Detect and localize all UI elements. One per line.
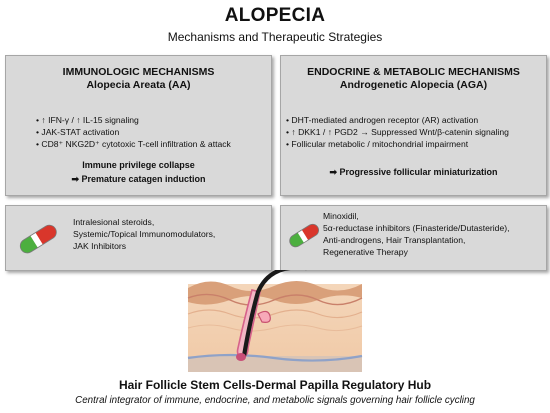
aa-therapy-item: Intralesional steroids, [73, 217, 155, 227]
aga-bullet: • ↑ DKK1 / ↑ PGD2 → Suppressed Wnt/β-cat… [286, 127, 509, 137]
aa-outcome-2: ➡ Premature catagen induction [71, 174, 206, 184]
aa-therapy-item: Systemic/Topical Immunomodulators, [73, 229, 216, 239]
aga-therapy-panel: Minoxidil, 5α-reductase inhibitors (Fina… [280, 205, 547, 271]
immunologic-heading: IMMUNOLOGIC MECHANISMS [62, 66, 215, 78]
aa-bullet: • JAK-STAT activation [36, 127, 120, 137]
aga-outcome: ➡ Progressive follicular miniaturization [329, 167, 498, 177]
aa-outcome-1: Immune privilege collapse [82, 160, 195, 170]
aa-bullets: • ↑ IFN-γ / ↑ IL-15 signaling • JAK-STAT… [36, 114, 231, 150]
aa-bullet: • CD8⁺ NKG2D⁺ cytotoxic T-cell infiltrat… [36, 139, 231, 149]
page-subtitle: Mechanisms and Therapeutic Strategies [167, 30, 383, 44]
hub-subtitle: Central integrator of immune, endocrine,… [75, 395, 475, 406]
hub-title: Hair Follicle Stem Cells-Dermal Papilla … [118, 378, 432, 392]
endocrine-panel: ENDOCRINE & METABOLIC MECHANISMS Androge… [280, 55, 547, 196]
aa-therapy-panel: Intralesional steroids, Systemic/Topical… [5, 205, 272, 271]
page-title: ALOPECIA [224, 5, 326, 26]
aga-therapy-item: Anti-androgens, Hair Transplantation, [323, 235, 466, 245]
aga-therapy-item: Regenerative Therapy [323, 247, 408, 257]
aa-condition: Alopecia Areata (AA) [86, 79, 191, 91]
aga-bullets: • DHT-mediated androgen receptor (AR) ac… [286, 114, 509, 150]
aa-therapy-list: Intralesional steroids, Systemic/Topical… [73, 216, 215, 252]
endocrine-heading: ENDOCRINE & METABOLIC MECHANISMS [307, 66, 520, 78]
aa-therapy-item: JAK Inhibitors [73, 241, 127, 251]
hair-follicle-illustration [187, 270, 363, 372]
aga-bullet: • Follicular metabolic / mitochondrial i… [286, 139, 469, 149]
capsule-icon [289, 223, 320, 248]
aga-therapy-item: 5α-reductase inhibitors (Finasteride/Dut… [323, 223, 510, 233]
immunologic-panel: IMMUNOLOGIC MECHANISMS Alopecia Areata (… [5, 55, 272, 196]
aga-therapy-list: Minoxidil, 5α-reductase inhibitors (Fina… [323, 210, 509, 258]
aga-bullet: • DHT-mediated androgen receptor (AR) ac… [286, 115, 479, 125]
capsule-icon [19, 224, 57, 254]
aa-bullet: • ↑ IFN-γ / ↑ IL-15 signaling [36, 115, 139, 125]
aga-condition: Androgenetic Alopecia (AGA) [339, 79, 488, 91]
aga-therapy-item: Minoxidil, [323, 211, 359, 221]
